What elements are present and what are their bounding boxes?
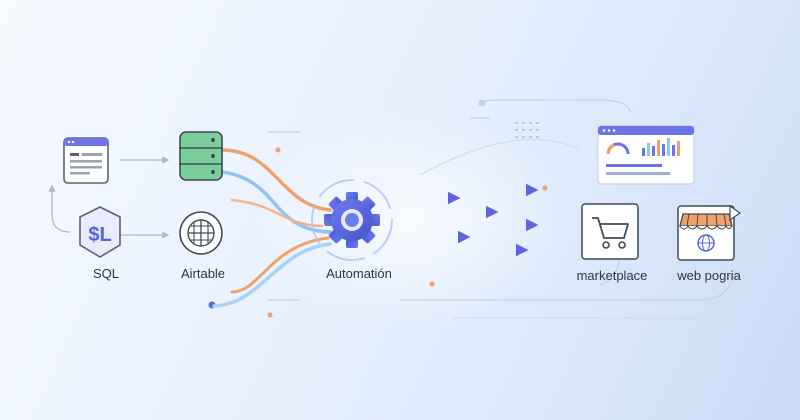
grid-globe-icon [179, 211, 223, 255]
flow-line-blue-lower [212, 242, 332, 308]
svg-text:$L: $L [88, 224, 111, 246]
analytics-dashboard-icon [597, 125, 695, 185]
connector-dot [542, 185, 548, 191]
connector-dot [478, 99, 486, 107]
source-connectors [48, 156, 170, 239]
marketplace-label: marketplace [576, 268, 648, 283]
form-window-icon [63, 137, 109, 184]
gear-icon [311, 179, 393, 261]
database-stack-icon [179, 131, 223, 181]
sql-label: SQL [92, 266, 120, 281]
shopping-cart-icon [581, 203, 639, 260]
flow-line-blue [220, 170, 332, 234]
sql-database-icon: $L [79, 206, 121, 258]
connector-dot [429, 281, 435, 287]
flow-line-orange-lower [230, 236, 330, 294]
storefront-icon [677, 204, 742, 261]
automation-label: Automatión [326, 266, 392, 281]
connector-dot [267, 312, 273, 318]
web-page-label: web pogria [677, 268, 741, 283]
background-glow [250, 110, 570, 330]
flow-line-orange-thin [230, 198, 324, 228]
connector-dot [275, 147, 281, 153]
airtable-label: Airtable [180, 266, 226, 281]
dot-grid-decoration [515, 122, 539, 138]
output-arrows [392, 183, 539, 257]
